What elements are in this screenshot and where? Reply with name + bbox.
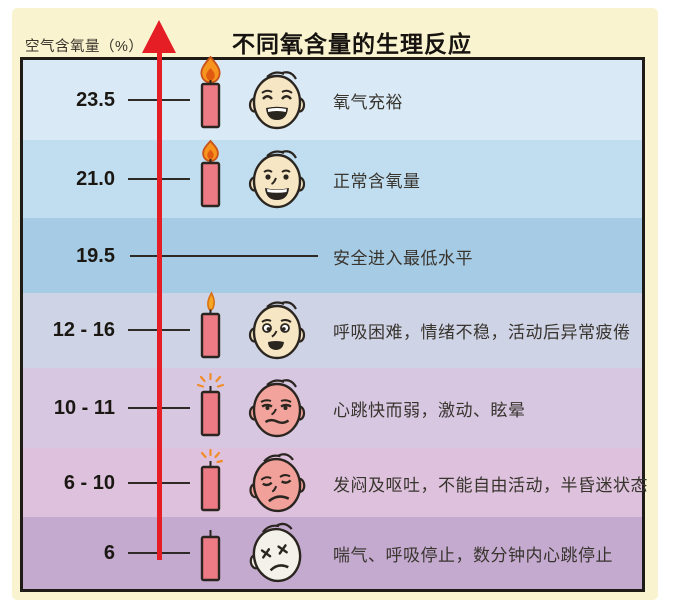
candle-unlit-icon — [200, 530, 221, 582]
candle-extinguishing-icon — [196, 372, 225, 437]
band-6-10 — [23, 448, 642, 517]
row-description: 心跳快而弱，激动、眩晕 — [333, 400, 526, 420]
band-12-16 — [23, 293, 642, 368]
level-value: 12 - 16 — [52, 318, 115, 341]
face-unconscious-icon — [249, 522, 302, 583]
tick-line-long — [130, 255, 318, 258]
level-row-6: 6 — [23, 522, 642, 583]
level-value: 23.5 — [76, 88, 115, 111]
band-10-11 — [23, 368, 642, 448]
face-dizzy-icon — [248, 379, 306, 438]
level-value: 10 - 11 — [53, 396, 115, 419]
candle-small-flame-icon — [200, 291, 221, 359]
row-description: 喘气、呼吸停止，数分钟内心跳停止 — [333, 545, 613, 565]
level-row-6-10: 6 - 10 — [23, 448, 648, 513]
row-description: 呼吸困难，情绪不稳，活动后异常疲倦 — [333, 322, 631, 342]
candle-medium-flame-icon — [200, 139, 221, 208]
scale-panel: 23.5 — [20, 56, 648, 592]
band-23-5 — [23, 60, 642, 140]
row-description: 发闷及呕吐，不能自由活动，半昏迷状态 — [333, 475, 648, 495]
oxygen-axis-line — [157, 52, 162, 560]
level-value: 6 - 10 — [63, 471, 115, 494]
face-laughing-icon — [248, 71, 306, 130]
row-description: 安全进入最低水平 — [333, 248, 473, 268]
infographic-panel: 空气含氧量（%） 不同氧含量的生理反应 23.5 — [12, 8, 658, 600]
level-row-12-16: 12 - 16 — [23, 291, 642, 360]
row-description: 正常含氧量 — [333, 171, 421, 191]
axis-label: 空气含氧量（%） — [25, 39, 144, 55]
face-distressed-icon — [249, 453, 306, 513]
level-value: 21.0 — [76, 167, 115, 190]
face-smiling-icon — [248, 150, 306, 209]
face-worried-icon — [248, 301, 306, 360]
level-row-21-0: 21.0 — [23, 139, 642, 209]
level-value: 6 — [103, 541, 115, 564]
candle-large-flame-icon — [200, 56, 221, 129]
level-row-19-5: 19.5 安全进入最低水平 — [23, 226, 642, 286]
level-row-23-5: 23.5 — [23, 56, 642, 130]
band-6 — [23, 517, 642, 589]
page-title: 不同氧含量的生理反应 — [232, 31, 472, 57]
level-row-10-11: 10 - 11 — [23, 372, 642, 438]
candle-extinguishing-icon — [200, 448, 224, 512]
level-value: 19.5 — [76, 244, 115, 267]
band-21-0 — [23, 140, 642, 218]
row-description: 氧气充裕 — [333, 92, 403, 112]
arrow-up-icon — [142, 20, 176, 53]
band-19-5 — [23, 218, 642, 293]
